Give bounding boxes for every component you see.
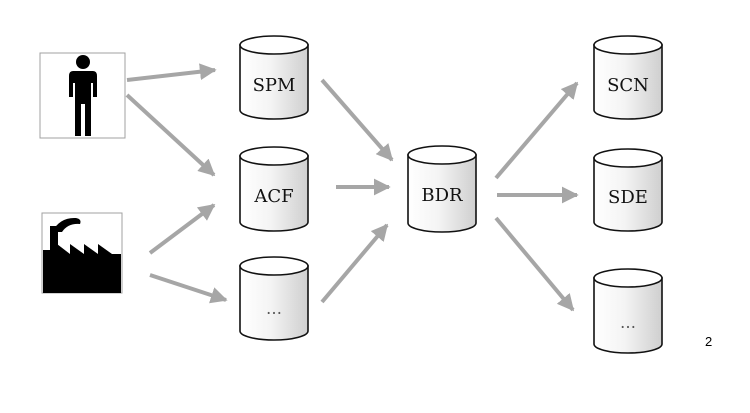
arrow-factory-to-acf [148, 203, 216, 255]
person-icon [39, 52, 126, 139]
arrow-bdr-to-scn [494, 81, 579, 180]
database-spm-label: SPM [253, 75, 296, 96]
database-sde-label: SDE [608, 187, 648, 208]
page-number: 2 [705, 334, 713, 349]
database-right-more: … [593, 268, 663, 354]
database-sde: SDE [593, 148, 663, 232]
database-acf: ACF [239, 146, 309, 232]
database-right-more-label: … [620, 313, 636, 332]
factory-icon [41, 212, 123, 294]
database-bdr-label: BDR [421, 185, 463, 206]
database-spm: SPM [239, 35, 309, 120]
database-mid-more-label: … [266, 299, 282, 318]
arrow-mid-more-to-bdr [320, 223, 389, 304]
arrow-bdr-to-right-more [494, 216, 575, 312]
database-scn: SCN [593, 35, 663, 120]
arrow-person-to-spm [126, 63, 217, 82]
database-scn-label: SCN [607, 75, 649, 96]
arrow-spm-to-bdr [320, 78, 394, 162]
arrow-person-to-acf [125, 93, 216, 177]
arrows [125, 63, 579, 312]
database-bdr: BDR [407, 145, 477, 233]
arrow-factory-to-mid-more [149, 273, 228, 304]
database-mid-more: … [239, 256, 309, 341]
database-acf-label: ACF [253, 186, 293, 207]
